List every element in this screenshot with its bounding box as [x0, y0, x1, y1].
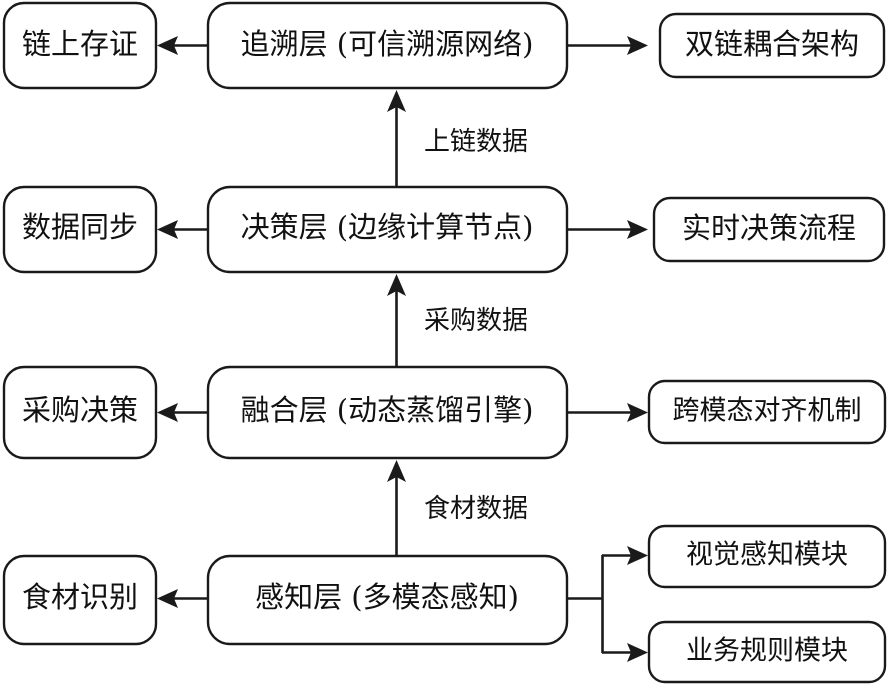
- node-perception-branch-bottom-label: 业务规则模块: [686, 636, 848, 667]
- edge-decision-to-trace: 上链数据: [387, 90, 528, 186]
- node-fusion-right[interactable]: 跨模态对齐机制: [647, 379, 887, 445]
- node-fusion-center-box[interactable]: [206, 365, 569, 460]
- node-perception-left[interactable]: 食材识别: [2, 554, 158, 646]
- node-fusion-left-box[interactable]: [2, 365, 158, 460]
- node-fusion-center[interactable]: 融合层 (动态蒸馏引擎): [206, 365, 569, 460]
- node-trace-center-box[interactable]: [206, 1, 569, 90]
- node-trace-right-label: 双链耦合架构: [685, 27, 859, 61]
- node-perception-branch-bottom-box[interactable]: [647, 620, 887, 684]
- edge-fusion-to-decision: 采购数据: [387, 274, 528, 366]
- edge-to-fusion-arrowhead: [387, 460, 406, 482]
- node-trace-left-box[interactable]: [2, 1, 158, 90]
- node-perception-center[interactable]: 感知层 (多模态感知): [206, 554, 569, 646]
- node-decision-right[interactable]: 实时决策流程: [652, 196, 886, 263]
- node-decision-center-box[interactable]: [206, 185, 569, 274]
- edge-branch-top-arrowhead: [627, 546, 648, 565]
- edge-trace-center-to-right: [568, 36, 648, 55]
- edge-branch-bottom-arrowhead: [627, 643, 648, 662]
- edge-trace-left-arrowhead: [157, 36, 178, 55]
- node-perception-branch-top[interactable]: 视觉感知模块: [647, 524, 887, 589]
- edge-perception-center-to-left: [157, 589, 207, 608]
- node-perception-center-label: 感知层 (多模态感知): [255, 580, 519, 614]
- node-perception-left-box[interactable]: [2, 554, 158, 646]
- edge-decision-right-arrowhead: [627, 220, 648, 239]
- edge-decision-center-to-left: [157, 220, 207, 239]
- node-trace-center-label: 追溯层 (可信溯源网络): [241, 27, 534, 61]
- node-decision-left-box[interactable]: [2, 185, 158, 274]
- edge-perception-to-fusion: 食材数据: [387, 460, 528, 556]
- edge-label-to-decision: 采购数据: [424, 306, 528, 336]
- node-perception-center-box[interactable]: [206, 554, 569, 646]
- node-perception-branch-top-label: 视觉感知模块: [686, 540, 848, 571]
- node-perception-branch-bottom[interactable]: 业务规则模块: [647, 620, 887, 684]
- node-decision-right-box[interactable]: [652, 196, 886, 263]
- edge-fusion-left-arrowhead: [157, 403, 178, 422]
- edge-trace-right-arrowhead: [627, 36, 648, 55]
- node-perception-left-label: 食材识别: [22, 580, 138, 614]
- node-fusion-right-label: 跨模态对齐机制: [673, 396, 862, 427]
- node-decision-left-label: 数据同步: [22, 210, 138, 244]
- node-decision-right-label: 实时决策流程: [682, 211, 856, 245]
- edge-perception-left-arrowhead: [157, 589, 178, 608]
- node-trace-right-box[interactable]: [658, 12, 886, 79]
- edge-perception-branch: [568, 546, 648, 662]
- node-decision-center[interactable]: 决策层 (边缘计算节点): [206, 185, 569, 274]
- node-decision-left[interactable]: 数据同步: [2, 185, 158, 274]
- node-fusion-right-box[interactable]: [647, 379, 887, 445]
- edge-fusion-center-to-right: [568, 403, 648, 422]
- node-perception-branch-top-box[interactable]: [647, 524, 887, 589]
- node-trace-left-label: 链上存证: [22, 27, 138, 61]
- node-trace-right[interactable]: 双链耦合架构: [658, 12, 886, 79]
- edge-to-trace-arrowhead: [387, 90, 406, 112]
- edge-trace-center-to-left: [157, 36, 207, 55]
- node-trace-left[interactable]: 链上存证: [2, 1, 158, 90]
- node-fusion-left[interactable]: 采购决策: [2, 365, 158, 460]
- edge-label-to-trace: 上链数据: [424, 127, 528, 157]
- edge-fusion-right-arrowhead: [627, 403, 648, 422]
- node-decision-center-label: 决策层 (边缘计算节点): [241, 210, 534, 244]
- edge-label-to-fusion: 食材数据: [424, 494, 528, 524]
- edge-fusion-center-to-left: [157, 403, 207, 422]
- node-fusion-center-label: 融合层 (动态蒸馏引擎): [241, 393, 534, 427]
- node-trace-center[interactable]: 追溯层 (可信溯源网络): [206, 1, 569, 90]
- edge-decision-center-to-right: [568, 220, 648, 239]
- edge-to-decision-arrowhead: [387, 274, 406, 296]
- edge-decision-left-arrowhead: [157, 220, 178, 239]
- node-fusion-left-label: 采购决策: [22, 393, 138, 427]
